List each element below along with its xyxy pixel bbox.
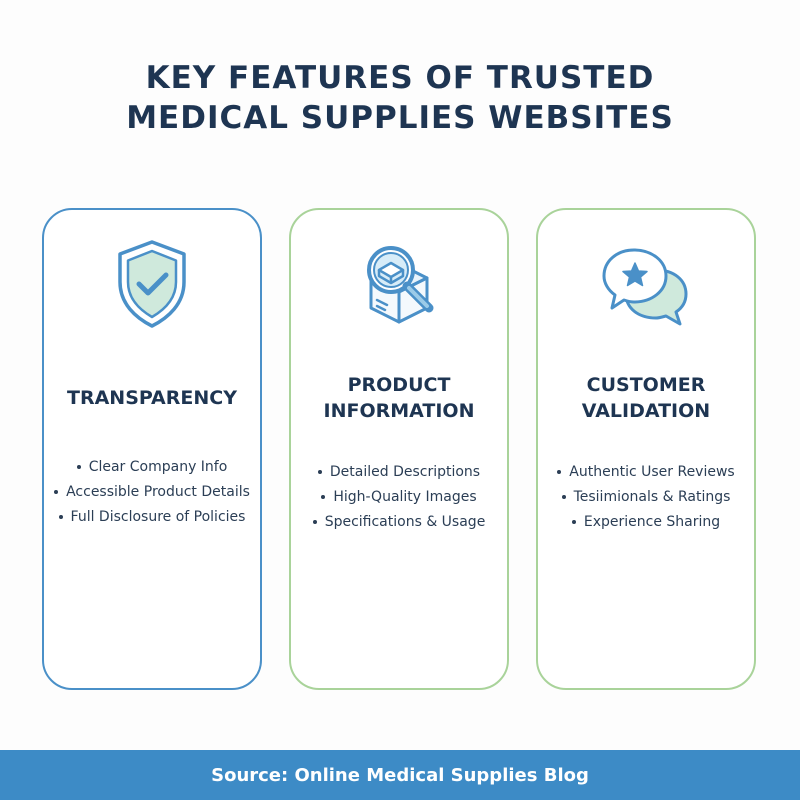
card-heading-line: TRANSPARENCY [67, 387, 237, 409]
card-heading-line: INFORMATION [323, 400, 475, 422]
feature-card-transparency: TRANSPARENCY Clear Company Info Accessib… [42, 208, 262, 690]
bullet-icon [557, 469, 562, 474]
card-heading-line: PRODUCT [347, 374, 451, 396]
feature-list: Detailed Descriptions High-Quality Image… [291, 459, 507, 534]
card-heading: PRODUCT INFORMATION [291, 370, 507, 426]
bullet-icon [54, 489, 59, 494]
list-item: Clear Company Info [44, 454, 260, 479]
source-footer: Source: Online Medical Supplies Blog [0, 750, 800, 800]
bullet-icon [312, 519, 317, 524]
feature-list: Clear Company Info Accessible Product De… [44, 454, 260, 529]
bullet-icon [571, 519, 576, 524]
bullet-icon [561, 494, 566, 499]
magnifier-box-icon [349, 234, 449, 334]
card-heading-line: CUSTOMER [586, 374, 706, 396]
list-item: Full Disclosure of Policies [44, 504, 260, 529]
list-item: Detailed Descriptions [291, 459, 507, 484]
card-heading: CUSTOMER VALIDATION [538, 370, 754, 426]
bullet-icon [58, 514, 63, 519]
feature-card-customer-validation: CUSTOMER VALIDATION Authentic User Revie… [536, 208, 756, 690]
list-item: High-Quality Images [291, 484, 507, 509]
bullet-icon [317, 469, 322, 474]
title-line-2: MEDICAL SUPPLIES WEBSITES [126, 100, 674, 136]
feature-list: Authentic User Reviews Tesiimionals & Ra… [538, 459, 754, 534]
bullet-icon [321, 494, 326, 499]
list-item: Experience Sharing [538, 509, 754, 534]
list-item: Authentic User Reviews [538, 459, 754, 484]
page-title: KEY FEATURES OF TRUSTED MEDICAL SUPPLIES… [0, 58, 800, 138]
list-item: Specifications & Usage [291, 509, 507, 534]
bullet-icon [76, 464, 81, 469]
chat-bubbles-star-icon [596, 234, 696, 334]
card-heading-line: VALIDATION [581, 400, 711, 422]
shield-check-icon [102, 234, 202, 334]
card-heading: TRANSPARENCY [44, 370, 260, 426]
title-line-1: KEY FEATURES OF TRUSTED [145, 60, 655, 96]
list-item: Tesiimionals & Ratings [538, 484, 754, 509]
list-item: Accessible Product Details [44, 479, 260, 504]
feature-card-product-information: PRODUCT INFORMATION Detailed Description… [289, 208, 509, 690]
source-text: Source: Online Medical Supplies Blog [211, 764, 589, 786]
